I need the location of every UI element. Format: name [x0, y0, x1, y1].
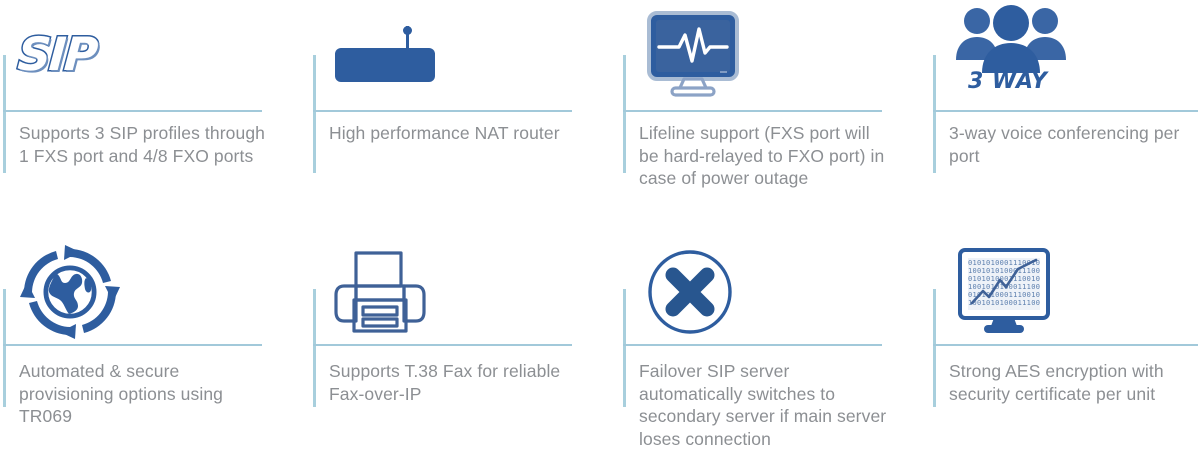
circle-x-icon: [646, 244, 734, 340]
feature-caption: High performance NAT router: [329, 123, 560, 143]
vertical-divider: [313, 55, 316, 173]
sip-logo-text: SIP: [15, 26, 100, 83]
globe-refresh-icon: [20, 242, 120, 342]
antenna-icon: [406, 26, 409, 50]
horizontal-divider: [313, 110, 572, 112]
svg-text:01010100011100100101001: 01010100011100100101001: [968, 275, 1052, 283]
vertical-divider: [933, 289, 936, 407]
horizontal-divider: [3, 110, 262, 112]
svg-text:01010100011100100101001: 01010100011100100101001: [968, 291, 1052, 299]
feature-caption: Failover SIP server automatically switch…: [639, 361, 887, 449]
nat-label: NAT: [346, 33, 383, 52]
feature-cell-t38-fax: Supports T.38 Fax for reliable Fax-over-…: [310, 234, 620, 469]
svg-text:01010100011100100101001: 01010100011100100101001: [968, 259, 1052, 267]
feature-caption: Strong AES encryption with security cert…: [949, 361, 1164, 404]
feature-caption: Supports 3 SIP profiles through 1 FXS po…: [19, 123, 265, 166]
router-led-1: [399, 40, 406, 47]
nat-router-icon: NAT: [335, 4, 435, 104]
horizontal-divider: [933, 110, 1198, 112]
feature-caption: Automated & secure provisioning options …: [19, 361, 223, 426]
feature-caption: Supports T.38 Fax for reliable Fax-over-…: [329, 361, 561, 404]
feature-cell-nat-router: NAT High performance NAT router: [310, 0, 620, 234]
feature-caption: Lifeline support (FXS port will be hard-…: [639, 123, 885, 188]
feature-cell-lifeline-support: Lifeline support (FXS port will be hard-…: [620, 0, 930, 234]
monitor-binary-chart-icon: 01010100011100100101001 1001010100011100…: [956, 242, 1052, 342]
router-led-2: [411, 40, 418, 47]
feature-cell-auto-provisioning: Automated & secure provisioning options …: [0, 234, 310, 469]
feature-cell-sip-profiles: SIP Supports 3 SIP profiles through 1 FX…: [0, 0, 310, 234]
vertical-divider: [623, 55, 626, 173]
three-way-label: 3 WAY: [968, 69, 1048, 94]
sip-logo-icon: SIP: [15, 4, 100, 104]
printer-fax-icon: [334, 244, 426, 340]
vertical-divider: [933, 55, 936, 173]
router-body: [335, 48, 435, 82]
feature-cell-failover-sip-server: Failover SIP server automatically switch…: [620, 234, 930, 469]
vertical-divider: [3, 289, 6, 407]
monitor-pulse-icon: [646, 4, 740, 104]
three-users-icon: 3 WAY: [952, 0, 1072, 106]
antenna-tip-icon: [403, 26, 412, 35]
vertical-divider: [623, 289, 626, 407]
feature-cell-three-way-conferencing: 3 WAY 3-way voice conferencing per port: [930, 0, 1200, 234]
horizontal-divider: [623, 344, 882, 346]
vertical-divider: [313, 289, 316, 407]
horizontal-divider: [313, 344, 572, 346]
horizontal-divider: [623, 110, 882, 112]
feature-cell-aes-encryption: 01010100011100100101001 1001010100011100…: [930, 234, 1200, 469]
vertical-divider: [3, 55, 6, 173]
horizontal-divider: [3, 344, 262, 346]
horizontal-divider: [933, 344, 1198, 346]
feature-caption: 3-way voice conferencing per port: [949, 123, 1180, 166]
